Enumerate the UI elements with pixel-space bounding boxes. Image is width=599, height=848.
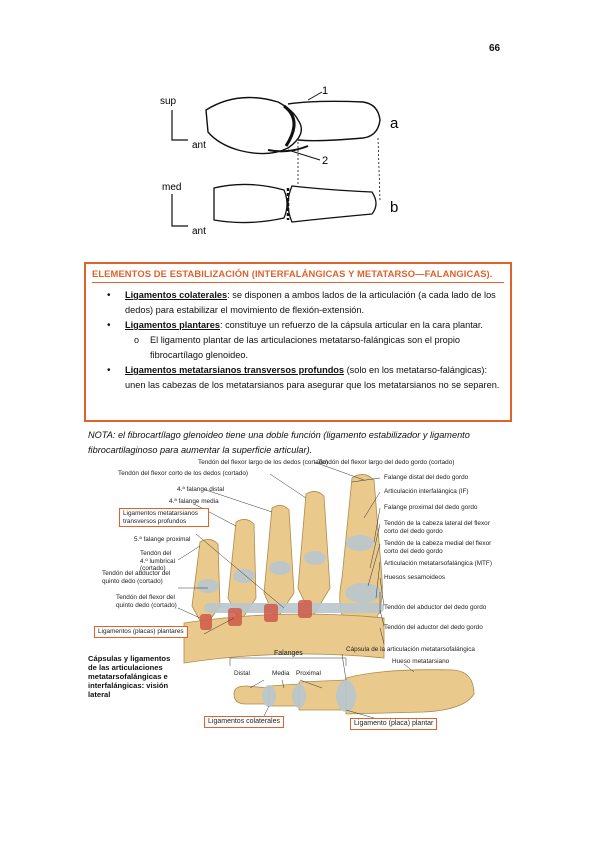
label-med: med bbox=[162, 182, 181, 193]
label-articulacion-if: Articulación interfalángica (IF) bbox=[384, 488, 469, 495]
term-transversos: Ligamentos metatarsianos transversos pro… bbox=[125, 365, 345, 375]
label-flexor-largo-dedos: Tendón del flexor largo de los dedos (co… bbox=[198, 459, 329, 466]
label-sup: sup bbox=[160, 96, 177, 107]
label-falange-proximal-gordo: Falange proximal del dedo gordo bbox=[384, 504, 478, 511]
boxed-label-colaterales: Ligamentos colaterales bbox=[204, 716, 284, 728]
label-articulacion-mtf: Articulación metatarsofalángica (MTF) bbox=[384, 560, 492, 567]
lateral-caption: Cápsulas y ligamentos de las articulacio… bbox=[88, 654, 171, 699]
stabilization-title: ELEMENTOS DE ESTABILIZACIÓN (INTERFALÁNG… bbox=[92, 268, 504, 283]
label-media: Media bbox=[272, 670, 290, 677]
boxed-label-transversos: Ligamentos metatarsianos transversos pro… bbox=[119, 508, 209, 527]
term-colaterales: Ligamentos colaterales bbox=[125, 290, 228, 300]
label-a: a bbox=[390, 115, 399, 132]
label-abductor-gordo: Tendón del abductor del dedo gordo bbox=[384, 604, 487, 611]
label-falange-distal: 4.ª falange distal bbox=[177, 486, 225, 493]
note-text: NOTA: el fibrocartílago glenoideo tiene … bbox=[88, 430, 470, 455]
label-proximal: Proximal bbox=[296, 670, 321, 677]
foot-illustration bbox=[177, 461, 475, 719]
label-abductor-quinto: Tendón del abductor del quinto dedo (cor… bbox=[102, 570, 171, 585]
label-cabeza-lateral: Tendón de la cabeza lateral del flexor c… bbox=[384, 520, 490, 535]
foot-anatomy-figure: Tendón del flexor largo de los dedos (co… bbox=[84, 458, 524, 738]
label-falange-media: 4.ª falange media bbox=[169, 498, 219, 505]
label-ant-top: ant bbox=[192, 140, 206, 151]
text-transversos: (solo en los metatarso-falángicas): unen… bbox=[125, 365, 500, 390]
text-colaterales: : se disponen a ambos lados de la articu… bbox=[125, 290, 496, 315]
bullet-icon: • bbox=[107, 365, 111, 376]
text-glenoideo: El ligamento plantar de las articulacion… bbox=[150, 335, 460, 360]
bullet-icon: • bbox=[107, 290, 111, 301]
label-flexor-largo-gordo: Tendón del flexor largo del dedo gordo (… bbox=[318, 459, 455, 466]
list-subitem-glenoideo: o El ligamento plantar de las articulaci… bbox=[92, 333, 504, 363]
label-flexor-quinto: Tendón del flexor del quinto dedo (corta… bbox=[116, 594, 177, 609]
label-capsula: Cápsula de la articulación metatarsofalá… bbox=[346, 646, 475, 653]
label-two: 2 bbox=[322, 155, 328, 167]
list-item-plantares: • Ligamentos plantares: constituye un re… bbox=[92, 318, 504, 333]
text-plantares: : constituye un refuerzo de la cápsula a… bbox=[219, 320, 483, 330]
stabilization-list: • Ligamentos colaterales: se disponen a … bbox=[92, 288, 504, 393]
label-falanges: Falanges bbox=[274, 650, 303, 657]
label-lumbrical: Tendón del 4.º lumbrical (cortado) bbox=[140, 550, 176, 572]
boxed-label-placa-plantar: Ligamento (placa) plantar bbox=[350, 718, 438, 730]
page-number: 66 bbox=[489, 43, 501, 54]
list-item-colaterales: • Ligamentos colaterales: se disponen a … bbox=[92, 288, 504, 318]
stabilization-box: ELEMENTOS DE ESTABILIZACIÓN (INTERFALÁNG… bbox=[84, 262, 512, 422]
boxed-label-plantares: Ligamentos (placas) plantares bbox=[94, 626, 188, 638]
joint-diagram: sup ant 1 2 a med ant b bbox=[160, 85, 399, 237]
label-distal: Distal bbox=[234, 670, 250, 677]
label-aductor-gordo: Tendón del aductor del dedo gordo bbox=[384, 624, 483, 631]
label-sesamoideos: Huesos sesamoideos bbox=[384, 574, 446, 581]
bullet-icon: • bbox=[107, 320, 111, 331]
list-item-transversos: • Ligamentos metatarsianos transversos p… bbox=[92, 363, 504, 393]
label-one: 1 bbox=[322, 85, 328, 97]
label-b: b bbox=[390, 199, 398, 216]
label-cabeza-medial: Tendón de la cabeza medial del flexor co… bbox=[384, 540, 492, 555]
term-plantares: Ligamentos plantares bbox=[125, 320, 220, 330]
sub-bullet-icon: o bbox=[134, 335, 140, 345]
label-hueso-metatarsiano: Hueso metatarsiano bbox=[392, 658, 450, 665]
label-flexor-corto-dedos: Tendón del flexor corto de los dedos (co… bbox=[118, 470, 249, 477]
label-falange-proximal: 5.ª falange proximal bbox=[134, 536, 191, 543]
label-falange-distal-gordo: Falange distal del dedo gordo bbox=[384, 474, 469, 481]
label-ant-bottom: ant bbox=[192, 226, 206, 237]
